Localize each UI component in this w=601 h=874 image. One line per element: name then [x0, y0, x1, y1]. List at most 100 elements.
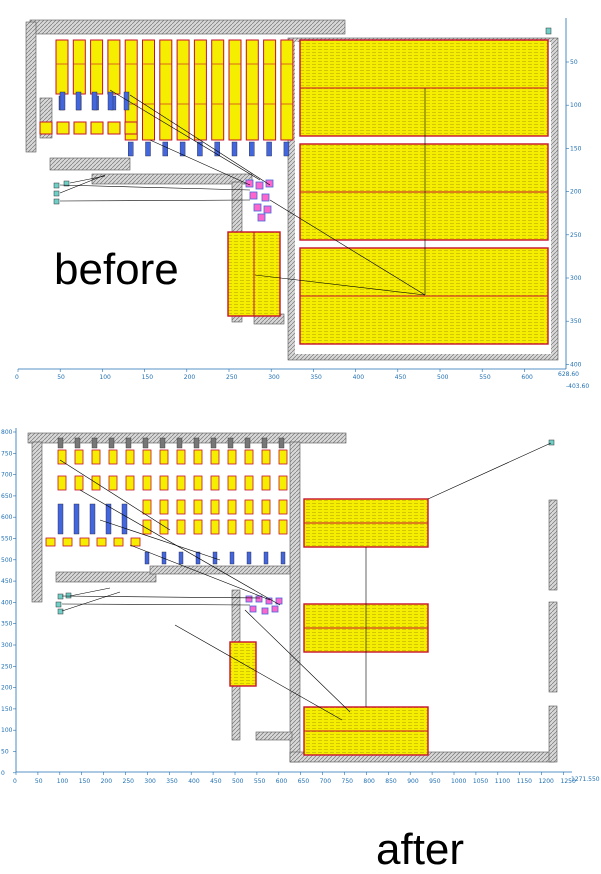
gate-contact: [159, 437, 166, 449]
transistor-finger: [278, 475, 288, 491]
transistor-finger: [244, 499, 254, 515]
transistor-finger: [278, 519, 288, 535]
gate-contact: [142, 437, 149, 449]
blue-contact: [89, 503, 96, 535]
before-y-tick-label: 400: [570, 361, 582, 368]
transistor-finger: [159, 449, 169, 465]
transistor-finger: [193, 449, 203, 465]
before-x-tick-label: 400: [353, 374, 365, 381]
after-x-tick-label: 0: [13, 778, 17, 785]
after-x-tick-label: 1000: [451, 778, 466, 785]
after-y-tick-label: 800: [1, 429, 13, 436]
blue-contact: [161, 551, 167, 565]
gate-contact: [261, 437, 268, 449]
transistor-finger: [176, 39, 190, 141]
before-x-tick-label: 150: [142, 374, 154, 381]
transistor-finger: [159, 475, 169, 491]
transistor-finger: [142, 499, 152, 515]
gate-contact: [278, 437, 285, 449]
blue-contact: [214, 141, 220, 157]
guard-ring-top: [29, 19, 346, 35]
after-x-tick-label: 200: [101, 778, 113, 785]
transistor-finger: [193, 519, 203, 535]
blue-contact: [283, 141, 290, 157]
blue-contact: [91, 91, 98, 111]
after-y-tick-label: 600: [1, 514, 13, 521]
guard-mid-2: [149, 565, 291, 575]
after-x-tick-label: 700: [320, 778, 332, 785]
after-x-tick-label: 850: [385, 778, 397, 785]
after-y-tick-label: 550: [1, 536, 13, 543]
after-x-tick-label: 550: [254, 778, 266, 785]
gate-contact: [176, 437, 183, 449]
guard-mid: [55, 571, 157, 583]
small-device: [56, 121, 70, 135]
transistor-finger: [176, 519, 186, 535]
blue-contact: [123, 91, 130, 111]
before-x-tick-label: 550: [479, 374, 491, 381]
transistor-finger: [142, 39, 155, 141]
before-y-tick-label: 150: [570, 145, 582, 152]
after-x-tick-label: 800: [363, 778, 375, 785]
pink-device: [257, 213, 266, 222]
guard-top: [27, 432, 347, 444]
guard-mid-bar-2: [91, 173, 253, 185]
transistor-finger: [193, 475, 203, 491]
transistor-finger: [278, 499, 288, 515]
gate-contact: [244, 437, 251, 449]
small-device: [113, 537, 124, 547]
transistor-finger: [278, 449, 288, 465]
transistor-finger: [176, 499, 186, 515]
transistor-finger: [159, 519, 169, 535]
transistor-finger: [210, 519, 220, 535]
blue-contact: [57, 503, 64, 535]
after-x-tick-label: 650: [298, 778, 310, 785]
after-y-tick-label: 50: [1, 749, 9, 756]
pin-left-3: [53, 190, 60, 197]
after-x-tick-label: 600: [276, 778, 288, 785]
after-y-tick-label: 150: [1, 706, 13, 713]
transistor-finger: [74, 449, 84, 465]
transistor-finger: [193, 39, 207, 141]
blue-contact: [246, 551, 252, 565]
before-x-tick-label: 450: [395, 374, 407, 381]
before-x-tick-label: 600: [521, 374, 533, 381]
gate-contact: [210, 437, 217, 449]
after-x-tick-label: 450: [210, 778, 222, 785]
after-x-tick-label: 950: [429, 778, 441, 785]
transistor-finger: [280, 39, 294, 141]
capacitor-array-after: [303, 498, 429, 756]
transistor-finger: [108, 475, 118, 491]
after-y-tick-label: 650: [1, 493, 13, 500]
gate-contact: [227, 437, 234, 449]
transistor-finger: [210, 449, 220, 465]
after-x-tick-label: 750: [342, 778, 354, 785]
transistor-finger: [72, 39, 86, 95]
blue-contact: [178, 551, 184, 565]
pin-left-2: [63, 180, 70, 187]
before-y-tick-label: 300: [570, 275, 582, 282]
before-y-tick-label: 350: [570, 318, 582, 325]
pin-left-2: [65, 592, 72, 599]
after-y-tick-label: 700: [1, 472, 13, 479]
after-y-tick-label: 350: [1, 621, 13, 628]
blue-contact: [249, 141, 255, 157]
pink-device: [263, 205, 272, 214]
pink-device: [249, 605, 257, 613]
gate-contact: [57, 437, 64, 449]
small-device: [96, 537, 107, 547]
transistor-finger: [159, 39, 173, 141]
after-wires: [59, 442, 552, 721]
transistor-finger: [124, 39, 138, 141]
before-corner-y: -403.60: [566, 383, 589, 390]
before-corner-x: 628.60: [558, 371, 579, 378]
blue-contact: [229, 551, 235, 565]
transistor-finger: [125, 449, 135, 465]
after-x-tick-label: 1050: [473, 778, 488, 785]
transistor-finger: [193, 499, 203, 515]
transistor-finger: [227, 449, 237, 465]
blue-contact: [105, 503, 112, 535]
after-y-tick-label: 400: [1, 599, 13, 606]
